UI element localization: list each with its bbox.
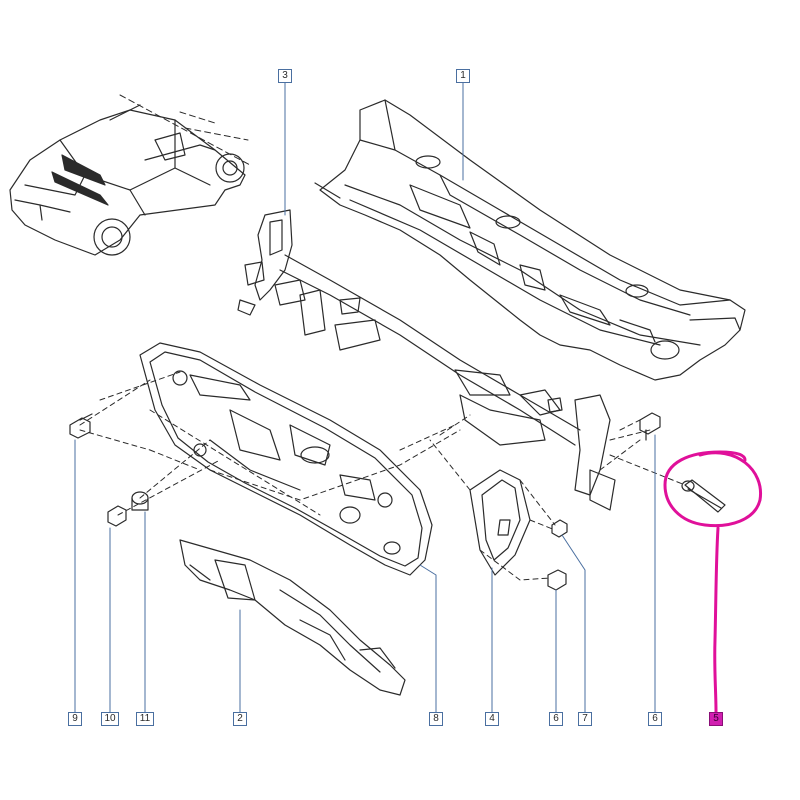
fastener-part-7	[551, 519, 568, 538]
callout-leader-lines	[74, 81, 656, 713]
callout-part-7: 7	[578, 712, 592, 726]
highlight-circle-annotation	[663, 450, 763, 714]
bolt-part-5	[681, 479, 726, 513]
callout-part-11: 11	[136, 712, 154, 726]
lower-shield-part-2	[179, 539, 406, 696]
car-overview-illustration	[9, 104, 246, 256]
fastener-part-10	[107, 505, 127, 527]
car-reference-lines	[119, 94, 251, 166]
callout-part-5-highlighted: 5	[709, 712, 723, 726]
callout-part-6-upper: 6	[648, 712, 662, 726]
fastener-part-6-lower	[547, 569, 567, 591]
callout-part-10: 10	[101, 712, 119, 726]
bulkhead-panel-part-8	[139, 342, 433, 576]
callout-part-2: 2	[233, 712, 247, 726]
callout-part-8: 8	[429, 712, 443, 726]
bracket-part-3	[237, 209, 306, 316]
cross-member-beam	[279, 254, 616, 511]
fastener-part-9	[69, 413, 93, 439]
callout-part-1: 1	[456, 69, 470, 83]
assembly-guide-lines	[79, 371, 686, 581]
fastener-part-11	[131, 491, 149, 511]
scuttle-panel-part-1	[314, 99, 746, 381]
callout-part-6-lower: 6	[549, 712, 563, 726]
callout-part-9: 9	[68, 712, 82, 726]
callout-part-4: 4	[485, 712, 499, 726]
fastener-part-6-upper	[639, 412, 661, 441]
callout-part-3: 3	[278, 69, 292, 83]
bracket-part-4	[469, 469, 531, 576]
